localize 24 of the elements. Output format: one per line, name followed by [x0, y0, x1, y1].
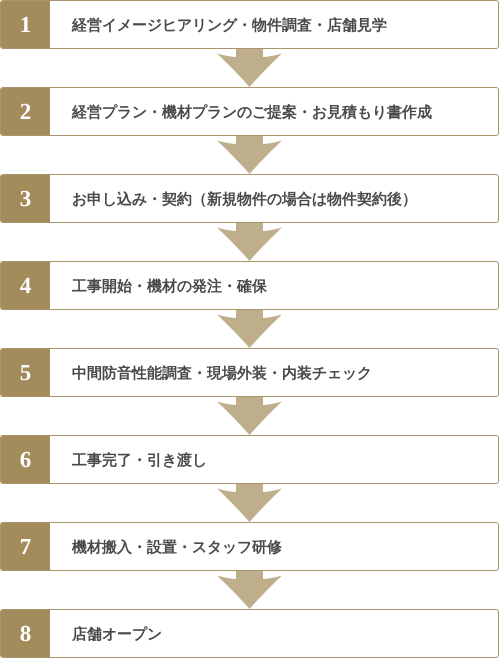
step-number: 2 [1, 88, 50, 135]
step-box [0, 0, 499, 49]
step-number: 3 [1, 175, 50, 222]
step-number: 6 [1, 436, 50, 483]
step-label: 工事完了・引き渡し [72, 450, 207, 468]
step-label: 機材搬入・設置・スタッフ研修 [72, 538, 282, 556]
step-label: 経営プラン・機材プランのご提案・お見積もり書作成 [72, 102, 432, 120]
step-box [0, 522, 499, 571]
step-label: 店舗オープン [72, 624, 162, 642]
step-number: 5 [1, 349, 50, 396]
step-number: 8 [1, 610, 50, 657]
step-number: 7 [1, 523, 50, 570]
step-box [0, 609, 499, 658]
step-number: 4 [1, 262, 50, 309]
step-box [0, 261, 499, 310]
step-label: 工事開始・機材の発注・確保 [72, 276, 267, 294]
step-box [0, 87, 499, 136]
step-label: お申し込み・契約（新規物件の場合は物件契約後） [72, 190, 417, 208]
step-number: 1 [1, 1, 50, 48]
step-label: 経営イメージヒアリング・物件調査・店舗見学 [72, 16, 387, 34]
step-box [0, 435, 499, 484]
step-box [0, 174, 499, 223]
step-label: 中間防音性能調査・現場外装・内装チェック [72, 364, 372, 382]
step-box [0, 348, 499, 397]
